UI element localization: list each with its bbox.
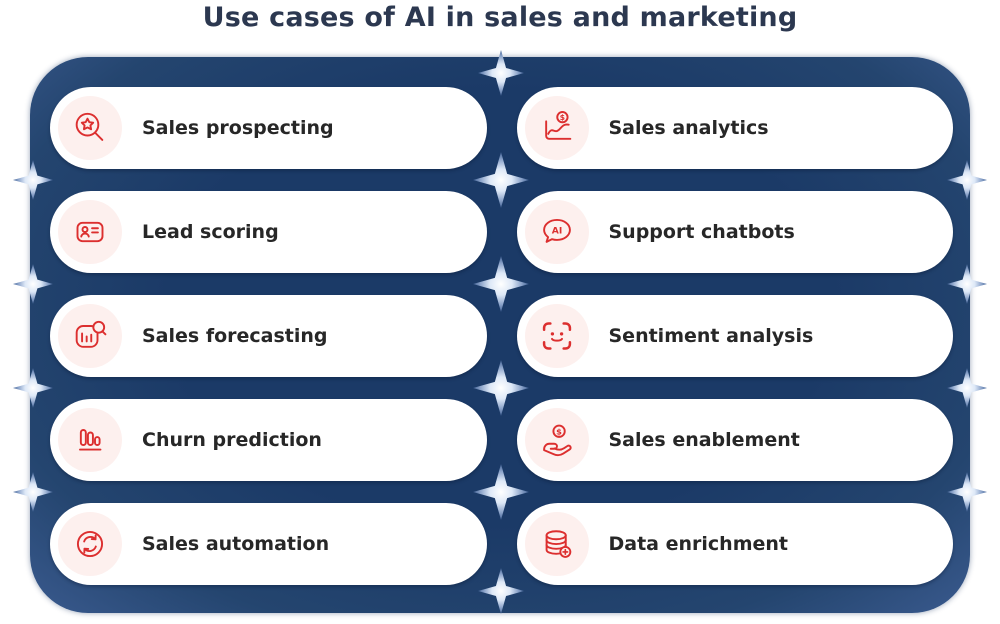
card-lead-scoring: Lead scoring [50, 191, 487, 273]
database-plus-icon [524, 512, 589, 576]
svg-text:AI: AI [551, 225, 562, 236]
card-label: Sales prospecting [142, 117, 334, 139]
smiley-scan-icon [524, 304, 589, 368]
card-sales-enablement: $ Sales enablement [516, 399, 953, 481]
svg-text:$: $ [556, 426, 562, 436]
ai-chat-bubble-icon: AI [524, 200, 589, 264]
contact-card-icon [58, 200, 122, 264]
chart-dollar-icon: $ [524, 96, 589, 160]
card-label: Sales automation [142, 533, 330, 555]
card-label: Lead scoring [142, 221, 279, 243]
sync-arrows-icon [58, 512, 122, 576]
card-churn-prediction: Churn prediction [50, 399, 487, 481]
card-label: Sales analytics [608, 117, 769, 139]
card-support-chatbots: AI Support chatbots [516, 191, 953, 273]
card-data-enrichment: Data enrichment [516, 503, 953, 585]
use-cases-panel: Sales prospecting $ Sales analytics [30, 57, 970, 613]
card-sales-analytics: $ Sales analytics [516, 87, 953, 169]
card-label: Churn prediction [142, 429, 322, 451]
card-label: Data enrichment [608, 533, 789, 555]
bar-chart-magnifier-icon [58, 304, 122, 368]
card-label: Sentiment analysis [608, 325, 814, 347]
magnifier-star-icon [58, 96, 122, 160]
card-sales-forecasting: Sales forecasting [50, 295, 487, 377]
card-sales-automation: Sales automation [50, 503, 487, 585]
hand-dollar-icon: $ [524, 408, 589, 472]
card-sales-prospecting: Sales prospecting [50, 87, 487, 169]
declining-bars-icon [58, 408, 122, 472]
card-label: Sales forecasting [142, 325, 328, 347]
svg-text:$: $ [559, 113, 564, 122]
card-sentiment-analysis: Sentiment analysis [516, 295, 953, 377]
card-label: Support chatbots [608, 221, 795, 243]
card-label: Sales enablement [608, 429, 800, 451]
page-title: Use cases of AI in sales and marketing [202, 2, 798, 33]
